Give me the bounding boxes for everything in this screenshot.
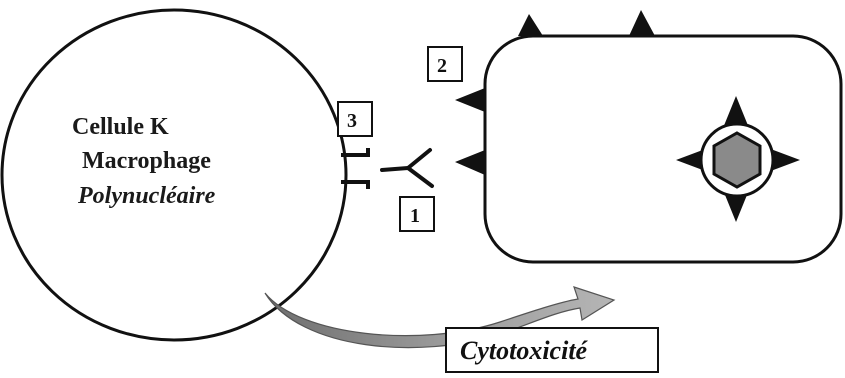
- marker-3-text: 3: [347, 110, 357, 132]
- cytotoxicity-arrow: [264, 286, 616, 349]
- cytotoxicity-text: Cytotoxicité: [460, 336, 589, 365]
- cell-label-line2: Macrophage: [82, 148, 211, 174]
- nucleus-spike-top: [723, 96, 749, 128]
- cell-label-line1: Cellule K: [72, 114, 169, 140]
- antigen-left-upper: [455, 88, 485, 112]
- target-cell: [483, 34, 843, 264]
- marker-box-3: 3: [337, 101, 373, 137]
- antigen-top-right: [629, 10, 655, 36]
- surface-antigens: [455, 10, 655, 175]
- nucleus-spike-right: [768, 148, 800, 172]
- marker-box-2: 2: [427, 46, 463, 82]
- antigen-left-lower: [455, 150, 485, 175]
- marker-1-text: 1: [410, 205, 420, 227]
- fc-receptor: [341, 148, 370, 189]
- nucleus-hexagon: [712, 131, 762, 189]
- marker-box-1: 1: [399, 196, 435, 232]
- antigen-top-left: [518, 14, 543, 36]
- cell-label-line3: Polynucléaire: [77, 183, 216, 209]
- nucleus-spike-bottom: [723, 190, 749, 222]
- antibody: [380, 148, 434, 188]
- effector-cell: [0, 8, 348, 342]
- cytotoxicity-label: Cytotoxicité: [445, 327, 659, 373]
- infected-nucleus: [676, 96, 800, 222]
- marker-2-text: 2: [437, 55, 447, 77]
